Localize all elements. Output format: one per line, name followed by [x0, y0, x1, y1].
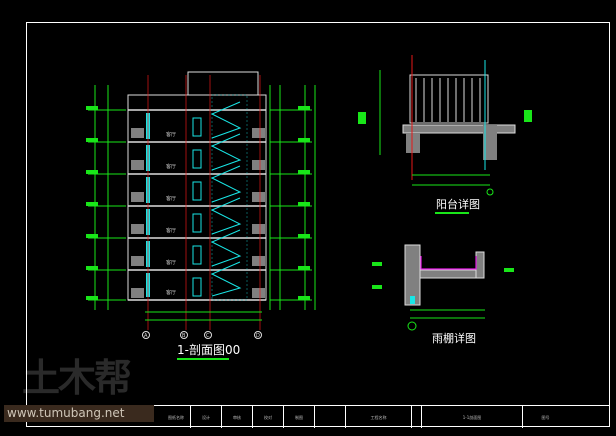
balcony-wall-left: [131, 288, 144, 298]
level-tag: [298, 234, 310, 238]
level-tag: [86, 234, 98, 238]
balcony-wall-left: [131, 128, 144, 138]
axis-bubble: [254, 331, 262, 339]
tb-cell: 图纸名称: [162, 406, 191, 428]
balcony-beam: [406, 133, 420, 153]
balcony-detail-title: 阳台详图: [436, 198, 480, 211]
level-tag: [86, 170, 98, 174]
room-label: 客厅: [166, 289, 176, 296]
tb-cell: 审核: [222, 406, 253, 428]
tb-cell: 设计: [191, 406, 222, 428]
level-tag: [298, 138, 310, 142]
axis-bubble: [407, 321, 417, 331]
balcony-wall-left: [131, 160, 144, 170]
stair-flight: [210, 229, 242, 267]
section-title-underline: [177, 358, 229, 360]
stair-flight: [210, 165, 242, 203]
axis-bubble: [204, 331, 212, 339]
drawing-frame: [26, 22, 610, 427]
axis-bubble: [180, 331, 188, 339]
level-tag: [86, 106, 98, 110]
balcony-slab: [402, 124, 516, 134]
stair-flight: [210, 197, 242, 235]
level-tag: [298, 170, 310, 174]
axis-bubble: [142, 331, 150, 339]
door: [192, 213, 202, 233]
waterproof-layer: [420, 256, 477, 270]
balcony-wall-right: [252, 192, 265, 202]
room-label: 客厅: [166, 195, 176, 202]
watermark-url: www.tumubang.net: [4, 405, 154, 422]
level-tag: [86, 296, 98, 300]
level-tag: [524, 110, 532, 122]
canopy-detail-title: 雨棚详图: [432, 332, 476, 345]
door: [192, 117, 202, 137]
door: [192, 181, 202, 201]
stair-flight: [210, 133, 242, 171]
section-title: 1-剖面图00: [177, 343, 241, 357]
door: [192, 149, 202, 169]
level-tag: [372, 285, 382, 289]
room-label: 客厅: [166, 227, 176, 234]
axis-bubble: [486, 188, 494, 196]
level-tag: [372, 262, 382, 266]
level-tag: [86, 266, 98, 270]
stair-tower-roof: [187, 71, 259, 96]
balcony-wall-left: [131, 192, 144, 202]
stair-flight: [210, 101, 242, 139]
level-tag: [298, 266, 310, 270]
balcony-wall-left: [131, 256, 144, 266]
watermark-logo: 土木帮: [22, 356, 132, 400]
axis-label: B: [182, 333, 186, 339]
level-tag: [86, 202, 98, 206]
level-tag: [298, 202, 310, 206]
balcony-title-underline: [435, 212, 469, 214]
level-tag: [298, 106, 310, 110]
window-frame: [410, 296, 415, 304]
door: [192, 245, 202, 265]
balcony-railing: [409, 74, 489, 124]
room-label: 客厅: [166, 163, 176, 170]
tb-cell: 校对: [253, 406, 284, 428]
door: [192, 277, 202, 297]
tb-cell: 工程名称: [346, 406, 412, 428]
axis-label: C: [206, 333, 210, 339]
tb-cell: 制图: [284, 406, 315, 428]
level-tag: [298, 296, 310, 300]
balcony-wall: [483, 125, 497, 160]
balcony-wall-right: [252, 224, 265, 234]
level-tag: [504, 268, 514, 272]
level-tag: [86, 138, 98, 142]
balcony-wall-right: [252, 288, 265, 298]
balcony-wall-right: [252, 128, 265, 138]
room-label: 客厅: [166, 131, 176, 138]
tb-cell: 1-1剖面图: [422, 406, 523, 428]
balcony-wall-left: [131, 224, 144, 234]
room-label: 客厅: [166, 259, 176, 266]
stair-zone: [211, 94, 248, 301]
title-block: 图纸名称 设计 审核 校对 制图 工程名称 1-1剖面图 图号: [26, 405, 610, 428]
level-tag: [358, 112, 366, 124]
balcony-wall-right: [252, 256, 265, 266]
tb-cell: 图号: [541, 414, 550, 420]
axis-label: D: [256, 333, 260, 339]
stair-flight: [210, 261, 242, 297]
axis-label: A: [144, 333, 148, 339]
balcony-wall-right: [252, 160, 265, 170]
